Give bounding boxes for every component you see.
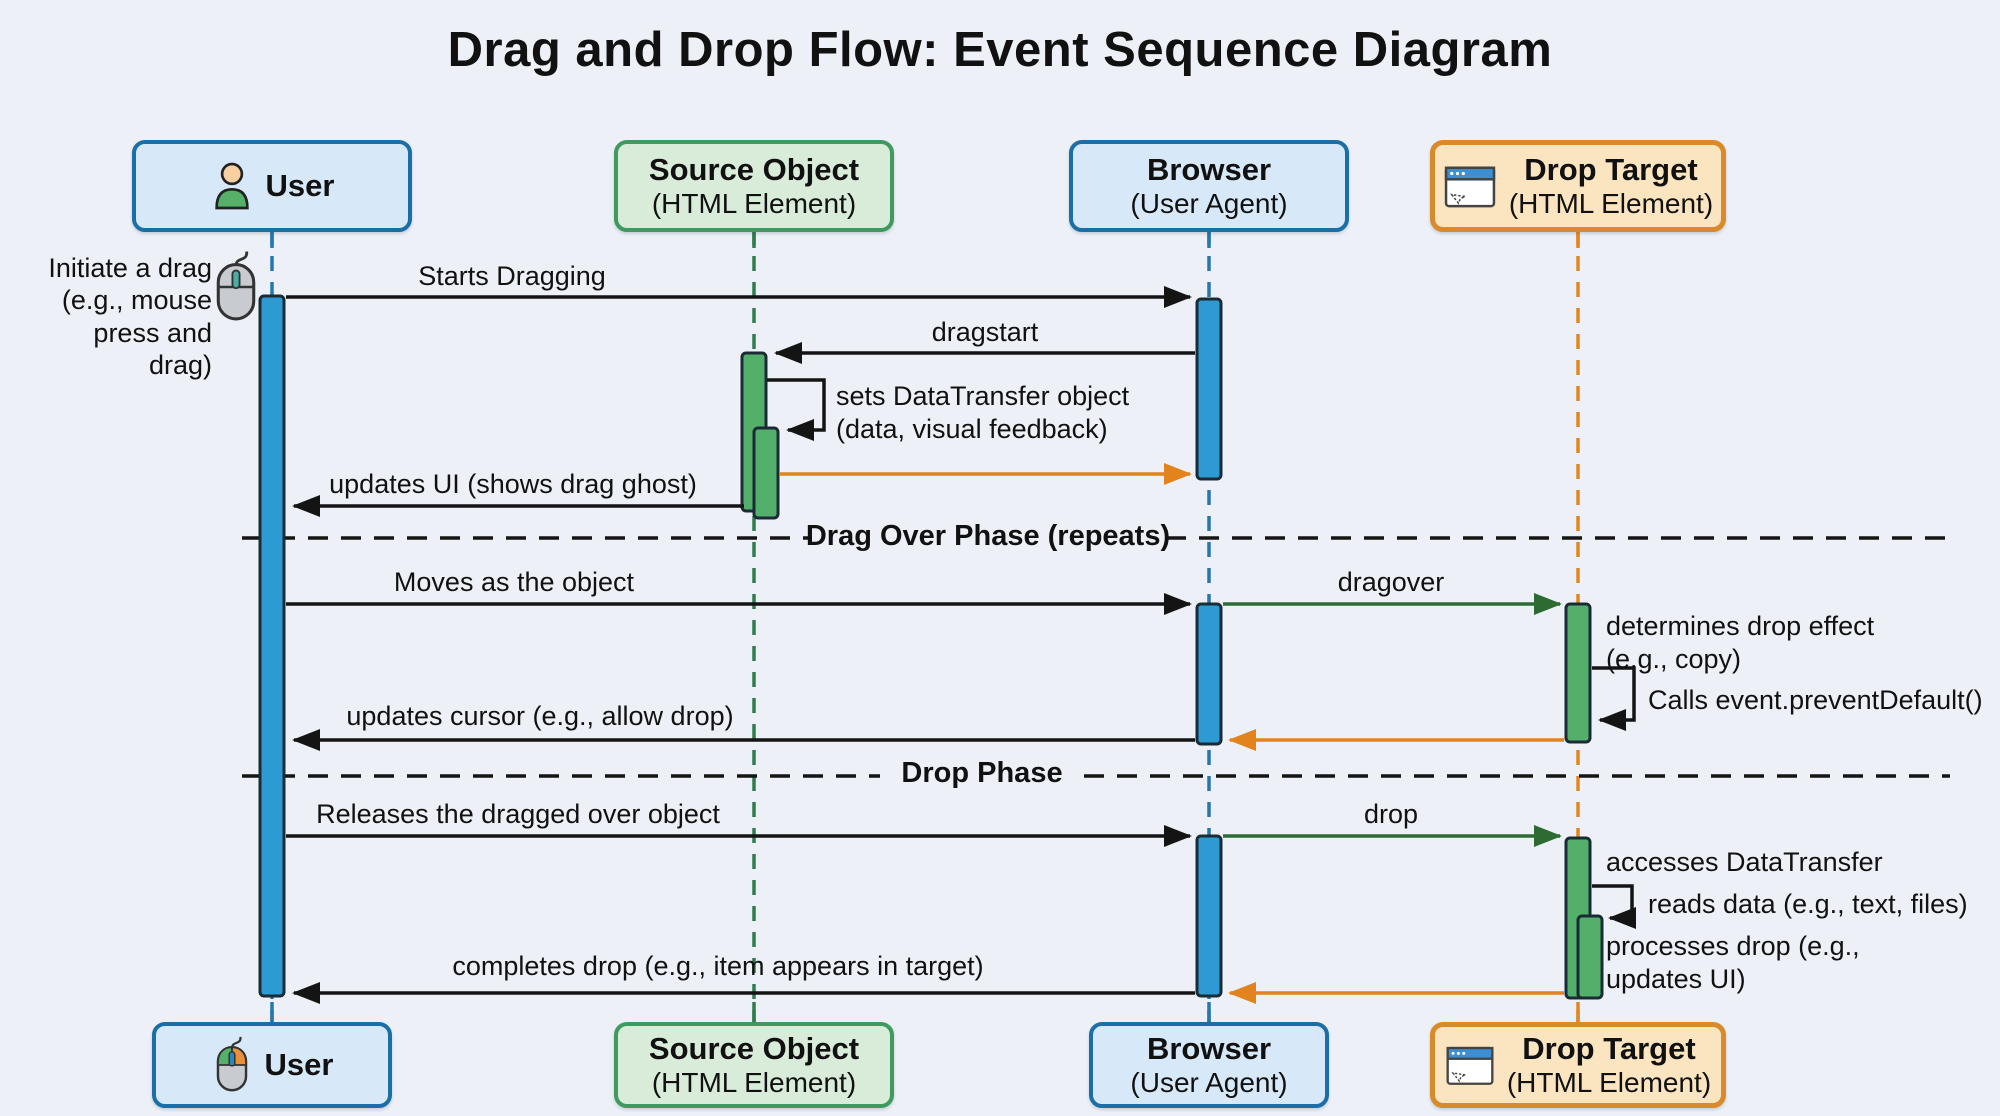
actor-source-bottom: Source Object (HTML Element)	[614, 1022, 894, 1108]
mouse-icon	[216, 1036, 247, 1092]
actor-browser-name: Browser	[1146, 1030, 1272, 1066]
activation-target-1	[1564, 602, 1592, 744]
label-determines-drop-effect: determines drop effect (e.g., copy)	[1606, 611, 1875, 674]
selfloop-prevent-default	[1592, 666, 1636, 731]
actor-user-bottom: User	[152, 1022, 392, 1108]
activation-bars	[258, 294, 1604, 1000]
activation-source-nested	[752, 426, 780, 520]
label-prevent-default: Calls event.preventDefault()	[1648, 685, 1983, 715]
activation-target-nested	[1576, 914, 1604, 1000]
label-starts-dragging: Starts Dragging	[418, 261, 606, 291]
selfloop-sets-datatransfer	[767, 378, 826, 441]
activation-user	[258, 294, 286, 998]
actor-source-subtitle: (HTML Element)	[651, 187, 857, 219]
label-moves: Moves as the object	[393, 567, 635, 597]
message-arrows	[286, 286, 1636, 1004]
label-sets-datatransfer: sets DataTransfer object (data, visual f…	[836, 381, 1130, 444]
phase-label-drag-over: Drag Over Phase (repeats)	[805, 520, 1171, 552]
actor-browser-top: Browser (User Agent)	[1069, 140, 1349, 232]
actor-target-name: Drop Target	[1522, 1030, 1696, 1066]
browser-window-icon	[1446, 1046, 1494, 1085]
label-processes-drop: processes drop (e.g., updates UI)	[1606, 931, 1860, 994]
label-accesses-datatransfer: accesses DataTransfer	[1606, 847, 1883, 877]
browser-window-icon	[1444, 166, 1496, 208]
phase-dividers	[242, 536, 1950, 778]
actor-target-name: Drop Target	[1524, 151, 1698, 187]
mouse-icon	[216, 251, 256, 321]
label-completes-drop: completes drop (e.g., item appears in ta…	[452, 951, 984, 981]
label-dragover: dragover	[1337, 567, 1445, 597]
lifelines	[270, 228, 1580, 1024]
actor-target-bottom: Drop Target (HTML Element)	[1430, 1022, 1726, 1108]
label-releases: Releases the dragged over object	[316, 799, 720, 829]
actor-browser-name: Browser	[1146, 151, 1272, 187]
actor-source-name: Source Object	[648, 1030, 860, 1066]
label-updates-cursor: updates cursor (e.g., allow drop)	[346, 701, 734, 731]
actor-target-subtitle: (HTML Element)	[1506, 1066, 1712, 1098]
label-dragstart: dragstart	[931, 317, 1039, 347]
actor-browser-subtitle: (User Agent)	[1130, 1066, 1288, 1098]
activation-browser-1	[1195, 297, 1223, 481]
diagram-title: Drag and Drop Flow: Event Sequence Diagr…	[447, 23, 1553, 77]
actor-user-name: User	[265, 167, 335, 203]
actor-source-top: Source Object (HTML Element)	[614, 140, 894, 232]
actor-source-subtitle: (HTML Element)	[651, 1066, 857, 1098]
actor-browser-subtitle: (User Agent)	[1130, 187, 1288, 219]
actor-target-top: Drop Target (HTML Element)	[1430, 140, 1726, 232]
label-drop: drop	[1363, 799, 1419, 829]
label-reads-data: reads data (e.g., text, files)	[1648, 889, 1968, 919]
activation-browser-3	[1195, 834, 1223, 998]
actor-target-subtitle: (HTML Element)	[1508, 187, 1714, 219]
actor-user-top: User	[132, 140, 412, 232]
actor-browser-bottom: Browser (User Agent)	[1089, 1022, 1329, 1108]
initiate-drag-note: Initiate a drag (e.g., mouse press and d…	[48, 253, 212, 381]
selfloop-reads-data	[1592, 884, 1636, 929]
activation-browser-2	[1195, 602, 1223, 746]
actor-user-name: User	[264, 1046, 334, 1082]
actor-source-name: Source Object	[648, 151, 860, 187]
user-icon	[214, 162, 249, 210]
phase-label-drop: Drop Phase	[901, 757, 1063, 789]
label-updates-ui: updates UI (shows drag ghost)	[329, 469, 697, 499]
